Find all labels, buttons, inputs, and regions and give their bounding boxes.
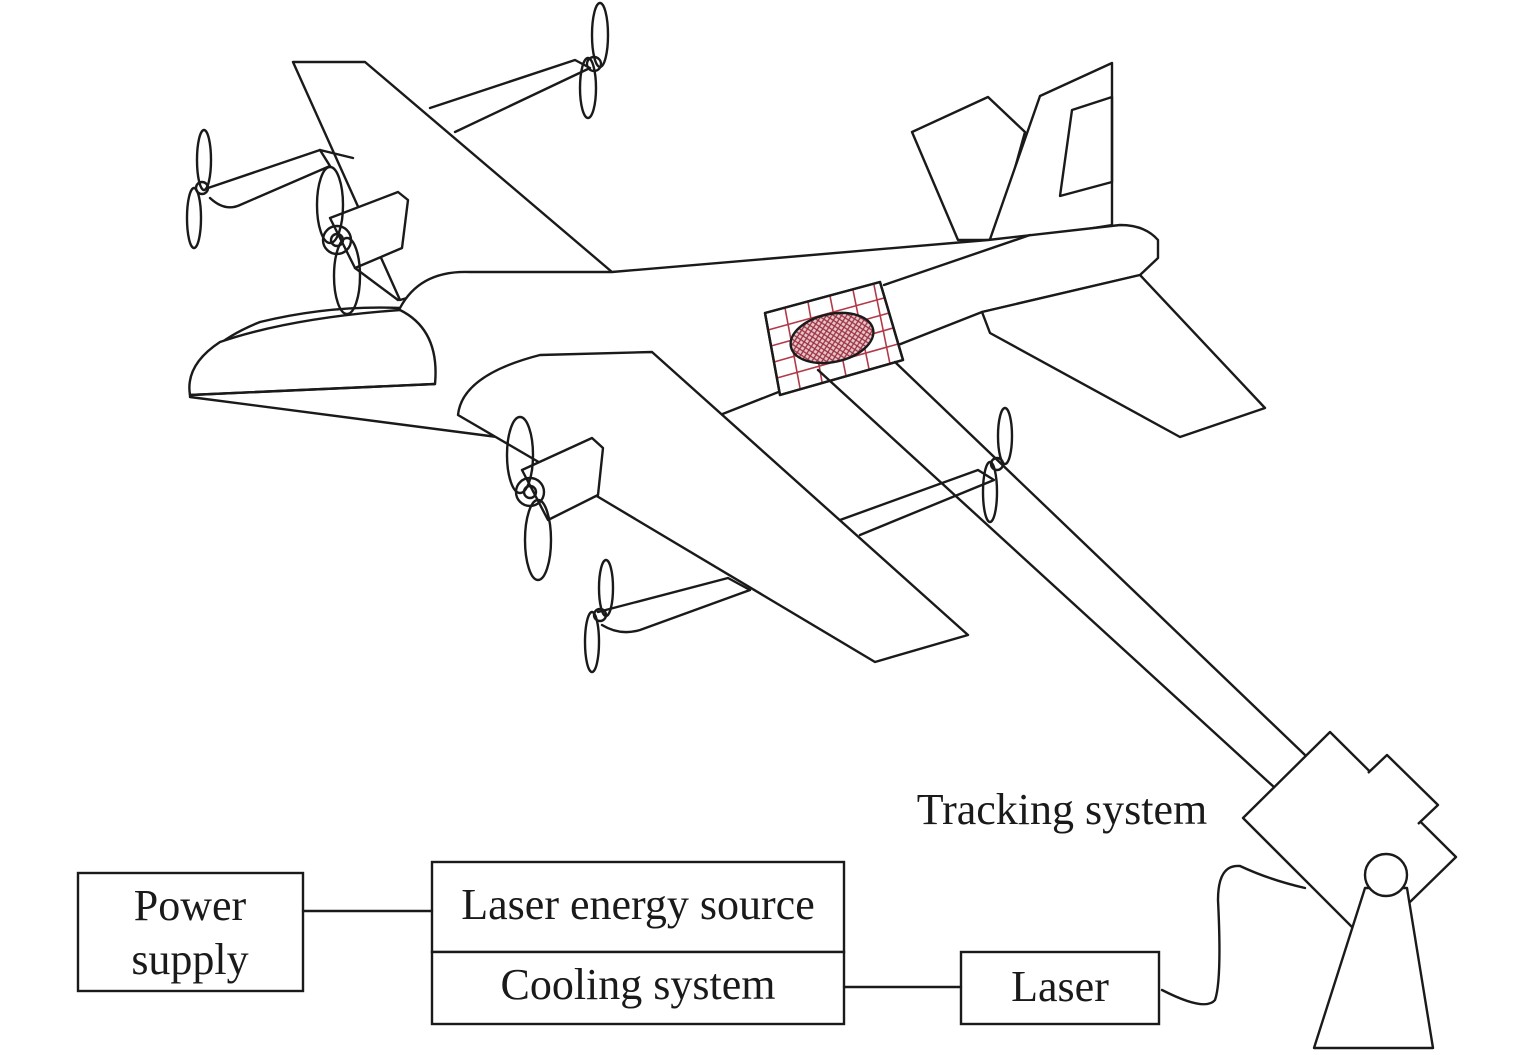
laser-label: Laser [1011, 962, 1109, 1011]
aircraft [185, 1, 1267, 674]
boom-lower [596, 468, 996, 634]
ground-equipment [76, 860, 1161, 1026]
tracker-cable [1160, 864, 1307, 1006]
stabilizer-near [980, 273, 1267, 439]
propeller-lower-left-icon [583, 558, 615, 674]
propeller-upper-left-icon [185, 128, 213, 250]
power-supply-label-line2: supply [131, 935, 248, 984]
nose [188, 308, 437, 397]
tracker-head [1241, 730, 1458, 945]
wing-upper-rib [318, 148, 355, 160]
laser-spot [789, 311, 875, 365]
nacelle-upper [328, 190, 410, 302]
propeller-lower-nacelle-icon [505, 415, 553, 582]
propeller-upper-right-icon [578, 1, 610, 120]
laser-energy-source-label: Laser energy source [461, 880, 814, 929]
tracker-sight [1367, 753, 1440, 825]
propeller-upper-nacelle-icon [315, 165, 362, 316]
tracking-system [1160, 730, 1458, 1050]
wing-lower [456, 350, 970, 664]
cooling-system-label: Cooling system [500, 960, 775, 1009]
tracker-pivot [1363, 852, 1409, 898]
laser-energy-source-box [430, 860, 846, 954]
tracker-stand [1312, 886, 1435, 1050]
propeller-lower-right-icon [981, 406, 1014, 524]
laser-beam [816, 360, 1307, 790]
power-supply-label-line1: Power [134, 881, 247, 930]
receiver-panel [763, 280, 905, 397]
laser-box [959, 950, 1161, 1026]
power-supply-box [76, 871, 305, 993]
tracking-system-label: Tracking system [917, 785, 1208, 834]
